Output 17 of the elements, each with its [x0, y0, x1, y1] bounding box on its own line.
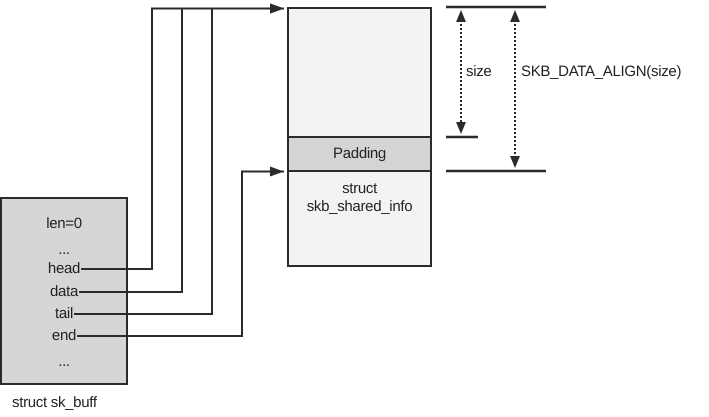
struct-region: [287, 170, 432, 267]
field-text: len=0: [46, 215, 82, 233]
pointer-arrow: [77, 166, 284, 337]
field-label: head: [48, 260, 80, 278]
buffer-region: [287, 7, 432, 138]
ellipsis-text: ...: [58, 241, 70, 259]
struct-panel: [0, 197, 128, 385]
field-label: end: [52, 327, 76, 345]
dimension-label: size: [466, 63, 492, 81]
field-label: tail: [55, 305, 73, 323]
field-label: data: [50, 283, 78, 301]
struct-caption: struct sk_buff: [12, 394, 97, 412]
region-label: Padding: [333, 145, 386, 163]
region-label: struct skb_shared_info: [306, 180, 414, 216]
ellipsis-text: ...: [58, 353, 70, 371]
dimension-label: SKB_DATA_ALIGN(size): [521, 63, 682, 81]
padding-region: [287, 136, 432, 172]
